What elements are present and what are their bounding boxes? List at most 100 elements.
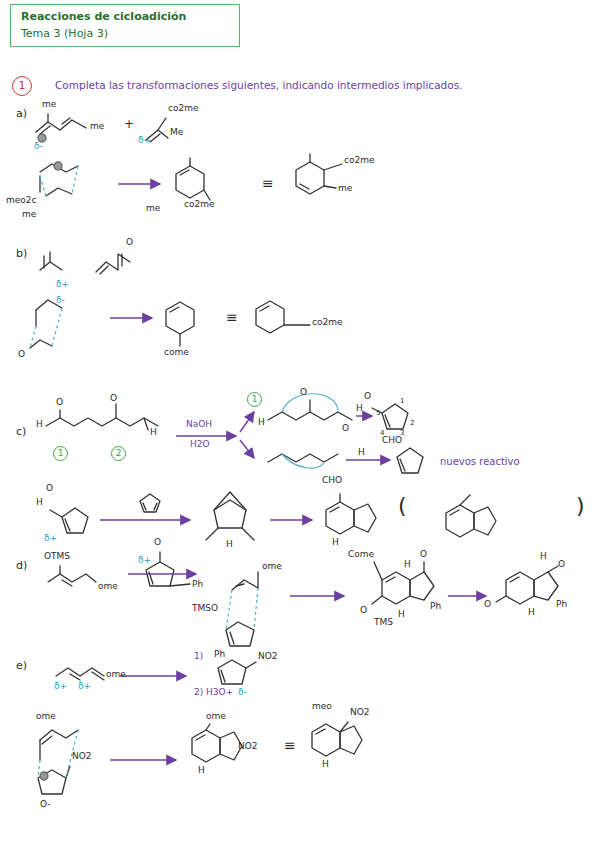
note-text: 2) H3O+	[194, 688, 233, 698]
atom-label: me	[42, 100, 56, 110]
note-text: H2O	[190, 440, 210, 450]
atom-label: O	[126, 238, 133, 248]
atom-label: O	[46, 484, 53, 494]
atom-label: H	[398, 610, 405, 620]
atom-label: co2me	[184, 200, 215, 210]
atom-label: me	[338, 184, 352, 194]
title-text: Reacciones de cicloadición	[21, 11, 229, 24]
note-text: 1)	[194, 652, 203, 662]
atom-label: H	[226, 540, 233, 550]
atom-label: meo	[312, 702, 332, 712]
atom-label: me	[90, 122, 104, 132]
note-text: nuevos reactivo	[440, 456, 520, 467]
charge-mark: δ-	[34, 142, 43, 152]
atom-label: CHO	[322, 476, 342, 486]
atom-label: co2me	[344, 156, 375, 166]
charge-mark: δ+	[138, 556, 151, 566]
atom-label: ≡	[284, 738, 296, 753]
atom-label: me	[146, 204, 160, 214]
atom-label: ≡	[226, 310, 238, 325]
atom-label: O	[558, 560, 565, 570]
atom-label: H	[322, 760, 329, 770]
atom-label: 5	[376, 410, 380, 418]
atom-label: ome	[98, 582, 118, 592]
atom-label: CHO	[382, 436, 402, 446]
atom-label: H	[36, 420, 43, 430]
atom-label: O	[484, 600, 491, 610]
atom-label: O	[110, 394, 117, 404]
atom-label: Ph	[430, 602, 441, 612]
atom-label: O	[360, 606, 367, 616]
atom-label: O	[56, 398, 63, 408]
atom-label: b)	[16, 248, 27, 260]
title-box: Reacciones de cicloadiciónTema 3 (Hoja 3…	[10, 4, 240, 47]
atom-label: (	[398, 494, 407, 518]
atom-label: Me	[170, 128, 183, 138]
atom-label: H	[356, 404, 363, 414]
atom-label: NO2	[238, 742, 258, 752]
charge-mark: δ-	[238, 688, 247, 698]
charge-mark: δ+	[78, 682, 91, 692]
atom-label: H	[404, 560, 411, 570]
atom-label: Ph	[192, 580, 203, 590]
atom-label: ≡	[262, 176, 274, 191]
atom-label: Ph	[214, 650, 225, 660]
number-text: 1	[58, 448, 64, 458]
atom-label: me	[22, 210, 36, 220]
atom-label: H	[36, 498, 43, 508]
atom-label: TMSO	[192, 604, 218, 614]
atom-label: Ph	[556, 600, 567, 610]
atom-label: come	[164, 348, 189, 358]
number-text: 1	[252, 394, 258, 404]
atom-label: 4	[380, 430, 384, 438]
atom-label: meo2c	[6, 196, 37, 206]
atom-label: OTMS	[44, 552, 70, 562]
atom-label: 3	[400, 430, 404, 438]
charge-mark: δ+	[56, 280, 69, 290]
atom-label: H	[198, 766, 205, 776]
note-text: NaOH	[186, 420, 212, 430]
atom-label: co2me	[168, 104, 199, 114]
atom-label: NO2	[258, 652, 278, 662]
atom-label: ome	[106, 670, 126, 680]
atom-label: O	[154, 538, 161, 548]
atom-label: H	[528, 608, 535, 618]
atom-label: O	[364, 392, 371, 402]
circled-number: 2	[111, 446, 126, 461]
circled-number: 1	[247, 392, 262, 407]
charge-mark: δ+	[138, 136, 151, 146]
atom-label: c)	[16, 426, 26, 438]
charge-mark: δ-	[56, 296, 65, 306]
atom-label: ome	[36, 712, 56, 722]
circled-number: 1	[12, 76, 32, 96]
atom-label: O	[300, 388, 307, 398]
atom-label: O	[342, 424, 349, 434]
atom-label: )	[576, 494, 585, 518]
atom-label: O-	[40, 800, 51, 810]
charge-mark: δ+	[54, 682, 67, 692]
atom-label: 2	[410, 420, 414, 428]
atom-label: H	[150, 428, 157, 438]
atom-label: a)	[16, 108, 27, 120]
atom-label: O	[420, 550, 427, 560]
atom-label: NO2	[350, 708, 370, 718]
atom-label: ome	[206, 712, 226, 722]
charge-mark: δ+	[44, 534, 57, 544]
atom-label: O	[18, 350, 25, 360]
note-text: Completa las transformaciones siguientes…	[55, 80, 462, 92]
atom-label: H	[332, 538, 339, 548]
atom-label: e)	[16, 660, 27, 672]
atom-label: ome	[262, 562, 282, 572]
number-text: 2	[116, 448, 122, 458]
atom-label: Come	[348, 550, 374, 560]
atom-label: H	[258, 418, 265, 428]
atom-label: NO2	[72, 752, 92, 762]
atom-label: H	[358, 448, 365, 458]
atom-label: H	[540, 552, 547, 562]
circled-number: 1	[53, 446, 68, 461]
atom-label: +	[124, 118, 134, 131]
subtitle-text: Tema 3 (Hoja 3)	[21, 28, 229, 41]
atom-label: d)	[16, 560, 27, 572]
